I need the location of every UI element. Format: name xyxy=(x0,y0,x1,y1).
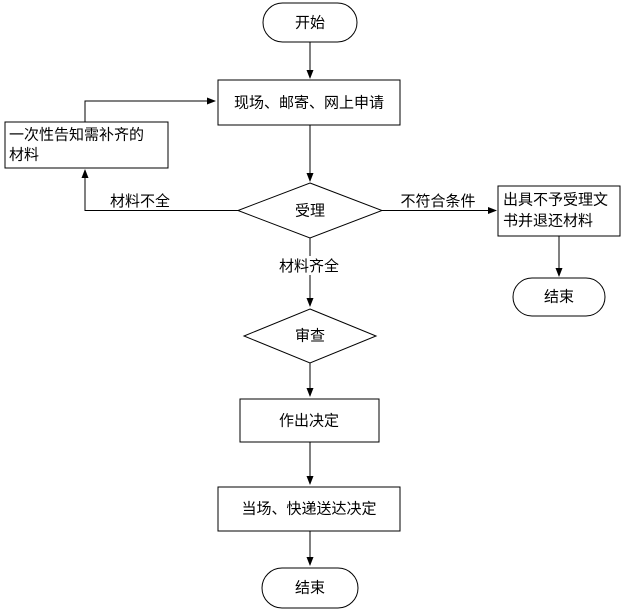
edge-label-materials-complete: 材料齐全 xyxy=(279,257,339,275)
start-label: 开始 xyxy=(295,15,325,32)
node-accept: 受理 xyxy=(236,182,384,239)
edge-label-not-qualified: 不符合条件 xyxy=(400,193,475,210)
notify-process-shape xyxy=(4,121,169,169)
end-bottom-label: 结束 xyxy=(295,580,325,597)
notify-label-line1: 一次性告知需补齐的 xyxy=(9,127,144,144)
node-deliver: 当场、快递送达决定 xyxy=(217,486,401,532)
node-end-right: 结束 xyxy=(512,277,606,317)
accept-label: 受理 xyxy=(295,203,325,220)
edge-accept-to-notify xyxy=(81,169,238,211)
node-apply: 现场、邮寄、网上申请 xyxy=(217,79,401,126)
notify-label-line2: 材料 xyxy=(9,147,39,164)
accept-decision-shape xyxy=(236,182,384,239)
flow-edge-labels: 材料不全 不符合条件 材料齐全 xyxy=(110,192,476,275)
node-review: 审查 xyxy=(242,308,378,364)
node-reject: 出具不予受理文 书并退还材料 xyxy=(497,185,621,237)
node-decide: 作出决定 xyxy=(239,398,380,443)
reject-label-line2: 书并退还材料 xyxy=(503,213,593,230)
deliver-process-shape xyxy=(217,486,401,532)
decide-label: 作出决定 xyxy=(279,413,339,430)
deliver-label: 当场、快递送达决定 xyxy=(241,501,376,518)
node-end-bottom: 结束 xyxy=(261,567,359,609)
end-bottom-terminator-shape xyxy=(261,567,359,609)
flow-edges xyxy=(81,42,563,566)
review-label: 审查 xyxy=(295,328,325,345)
reject-process-shape xyxy=(497,185,621,237)
edge-label-materials-incomplete: 材料不全 xyxy=(110,192,170,210)
edge-label-complete-background xyxy=(277,256,341,275)
review-decision-shape xyxy=(242,308,378,364)
apply-process-shape xyxy=(217,79,401,126)
end-right-terminator-shape xyxy=(512,277,606,317)
reject-label-line1: 出具不予受理文 xyxy=(503,192,608,209)
decide-process-shape xyxy=(239,398,380,443)
node-notify: 一次性告知需补齐的 材料 xyxy=(4,121,169,169)
edge-notify-to-apply xyxy=(84,97,216,122)
end-right-label: 结束 xyxy=(544,289,574,306)
start-terminator-shape xyxy=(262,2,358,43)
apply-label: 现场、邮寄、网上申请 xyxy=(234,94,384,112)
node-start: 开始 xyxy=(262,2,358,43)
